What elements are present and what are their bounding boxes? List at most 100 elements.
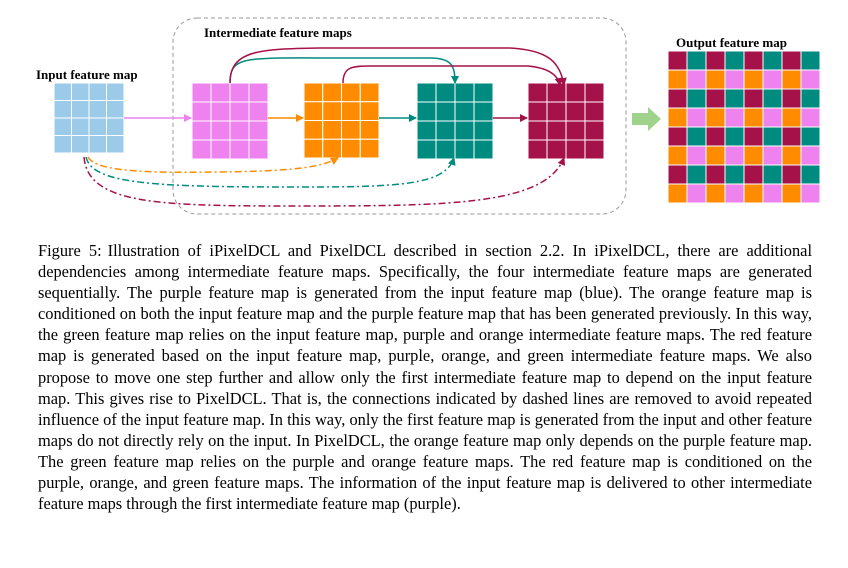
feature-map-cell (435, 120, 456, 141)
feature-map-cell (743, 126, 764, 147)
feature-map-cell (686, 69, 707, 90)
feature-map-cell (303, 120, 324, 140)
input-feature-map (53, 82, 125, 154)
feature-map-cell (322, 101, 342, 121)
feature-map-cell (435, 82, 456, 103)
caption-text: Illustration of iPixelDCL and PixelDCL d… (38, 241, 812, 514)
feature-map-cell (416, 101, 437, 122)
feature-map-cell (724, 88, 745, 109)
arc-purple-to-red (229, 47, 567, 86)
feature-map-cell (686, 145, 707, 166)
feature-map-cell (229, 120, 250, 141)
feature-map-cell (781, 69, 802, 90)
feature-map-cell (359, 138, 380, 159)
feature-map-cell (191, 139, 212, 160)
feature-map-cell (743, 183, 764, 204)
feature-map-cell (800, 107, 821, 128)
feature-map-cell (705, 183, 726, 204)
feature-map-cell (210, 82, 231, 103)
feature-map-cell (341, 138, 361, 159)
feature-map-cell (191, 82, 212, 103)
feature-map-cell (565, 120, 586, 141)
feature-map-cell (762, 164, 783, 185)
feature-map-cell (762, 145, 783, 166)
feature-map-cell (546, 120, 567, 141)
feature-map-cell (527, 82, 548, 103)
feature-map-cell (705, 145, 726, 166)
feature-map-cell (743, 69, 764, 90)
feature-map-cell (53, 135, 72, 154)
feature-map-cell (322, 120, 342, 140)
feature-map-cell (435, 139, 456, 160)
feature-map-cell (88, 82, 107, 101)
feature-map-cell (724, 107, 745, 128)
feature-map-cell (584, 101, 605, 122)
feature-map-cell (229, 139, 250, 160)
feature-map-cell (800, 183, 821, 204)
feature-map-cell (527, 139, 548, 160)
dashed-input-to-orange (87, 156, 339, 174)
feature-map-cell (705, 69, 726, 90)
feature-map-cell (106, 117, 125, 136)
dashed-input-to-red (83, 156, 566, 207)
feature-map-cell (667, 88, 688, 109)
feature-map-cell (454, 120, 475, 141)
intermediate-maps-label: Intermediate feature maps (204, 25, 352, 40)
feature-map-cell (667, 126, 688, 147)
feature-map-cell (473, 101, 494, 122)
feature-map-cell (667, 183, 688, 204)
feature-map-cell (724, 145, 745, 166)
feature-map-cell (341, 120, 361, 140)
feature-map-cell (724, 50, 745, 71)
feature-map-cell (686, 126, 707, 147)
feature-map-cell (454, 101, 475, 122)
feature-map-cell (71, 82, 90, 101)
feature-map-cell (724, 183, 745, 204)
figure-caption: Figure 5:Illustration of iPixelDCL and P… (38, 240, 812, 514)
feature-map-cell (229, 82, 250, 103)
feature-map-cell (762, 183, 783, 204)
feature-map-cell (565, 139, 586, 160)
orange-feature-map (303, 82, 380, 159)
feature-map-cell (565, 82, 586, 103)
feature-map-cell (724, 69, 745, 90)
feature-map-cell (53, 117, 72, 136)
feature-map-cell (667, 69, 688, 90)
feature-map-cell (743, 88, 764, 109)
feature-map-cell (781, 107, 802, 128)
feature-map-cell (527, 120, 548, 141)
feature-map-cell (686, 164, 707, 185)
feature-map-cell (106, 135, 125, 154)
feature-map-cell (248, 120, 269, 141)
caption-label: Figure 5: (38, 241, 102, 260)
feature-map-cell (359, 82, 380, 103)
feature-map-cell (191, 101, 212, 122)
green-feature-map (416, 82, 494, 160)
feature-map-cell (584, 120, 605, 141)
feature-map-cell (106, 100, 125, 119)
feature-map-cell (106, 82, 125, 101)
feature-map-cell (229, 101, 250, 122)
feature-map-cell (416, 120, 437, 141)
feature-map-cell (781, 183, 802, 204)
feature-map-cell (800, 164, 821, 185)
feature-map-cell (71, 135, 90, 154)
feature-map-cell (341, 82, 361, 103)
feature-map-cell (743, 145, 764, 166)
feature-map-cell (191, 120, 212, 141)
feature-map-cell (705, 126, 726, 147)
feature-map-cell (527, 101, 548, 122)
feature-map-cell (705, 50, 726, 71)
feature-map-cell (686, 50, 707, 71)
feature-map-cell (781, 88, 802, 109)
feature-map-cell (743, 50, 764, 71)
feature-map-cell (686, 183, 707, 204)
feature-map-cell (454, 139, 475, 160)
feature-map-cell (762, 69, 783, 90)
feature-map-cell (743, 164, 764, 185)
feature-map-cell (473, 82, 494, 103)
feature-map-cell (416, 139, 437, 160)
feature-map-cell (416, 82, 437, 103)
right-arrow-icon (632, 107, 661, 131)
feature-map-cell (322, 82, 342, 103)
